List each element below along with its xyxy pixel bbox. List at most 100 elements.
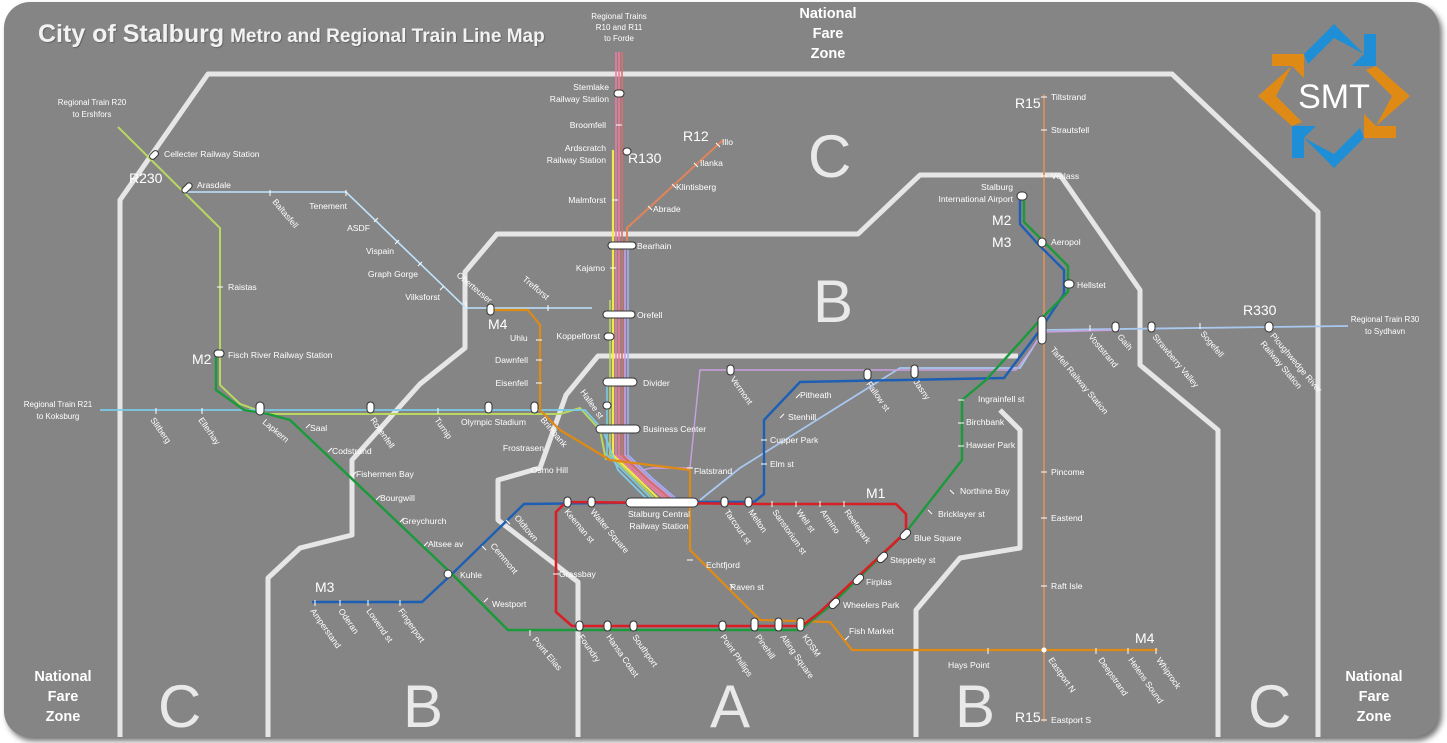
- station-kajamo: Kajamo: [576, 263, 605, 273]
- station-marker[interactable]: [181, 182, 194, 195]
- tick: [399, 517, 405, 523]
- tick: [715, 142, 721, 148]
- station-marker[interactable]: [899, 528, 912, 541]
- tick: [647, 205, 653, 211]
- station-fallow-st: Fallow st: [864, 379, 892, 413]
- national-fare-zone-left: National Fare Zone: [34, 669, 91, 725]
- terminal-north: to Forde: [604, 34, 634, 43]
- zone-label-c-left: C: [158, 673, 201, 737]
- nfz-line: Zone: [46, 709, 81, 725]
- station-westport: Westport: [492, 599, 527, 609]
- line-m1: [554, 500, 908, 628]
- tick: [481, 545, 487, 551]
- station-marker[interactable]: [603, 332, 615, 341]
- station-marker[interactable]: [595, 424, 641, 434]
- tick: [375, 495, 381, 501]
- station-marker[interactable]: [910, 364, 919, 379]
- station-marker[interactable]: [1111, 321, 1120, 333]
- line-r12: [626, 139, 724, 246]
- station-marker[interactable]: [1147, 321, 1156, 333]
- station-marker[interactable]: [484, 401, 493, 414]
- station-central[interactable]: [625, 497, 699, 508]
- station-business-center: Business Center: [643, 424, 706, 434]
- station-marker[interactable]: [1063, 279, 1075, 289]
- nfz-line: National: [1345, 669, 1402, 685]
- station-marker[interactable]: [1264, 321, 1274, 333]
- station-marker[interactable]: [366, 401, 375, 414]
- station-kdsm: KDSM: [800, 632, 822, 658]
- tick: [423, 541, 429, 547]
- station-vermont: Vermont: [728, 374, 755, 406]
- station-marker[interactable]: [486, 303, 495, 316]
- station-marker[interactable]: [744, 496, 753, 508]
- station-uhlu: Uhlu: [510, 333, 528, 343]
- station-marker[interactable]: [629, 620, 638, 632]
- station-vispain: Vispain: [366, 246, 394, 256]
- station-marker[interactable]: [1041, 647, 1047, 653]
- station-marker[interactable]: [622, 147, 632, 156]
- station-marker[interactable]: [1037, 237, 1047, 248]
- station-marker[interactable]: [575, 620, 584, 632]
- nfz-line: Fare: [1359, 689, 1390, 705]
- tick: [795, 393, 801, 399]
- station-marker[interactable]: [720, 496, 729, 508]
- station-marker[interactable]: [718, 620, 727, 632]
- station-raistas: Raistas: [228, 282, 257, 292]
- tick: [693, 162, 699, 168]
- station-raft-isle: Raft Isle: [1051, 581, 1083, 591]
- line-label-m4-west: M4: [488, 316, 508, 332]
- station-hays-point: Hays Point: [948, 660, 990, 670]
- station-jasny: Jasny: [911, 377, 932, 402]
- station-marker[interactable]: [587, 496, 596, 508]
- station-cupper-park: Cupper Park: [770, 435, 819, 445]
- station-koppelforst: Koppelforst: [557, 331, 601, 341]
- zone-label-b-left: B: [403, 673, 443, 737]
- station-marker[interactable]: [828, 597, 841, 610]
- station-marker[interactable]: [148, 149, 159, 160]
- station-blue-square: Blue Square: [914, 533, 962, 543]
- tick: [417, 261, 423, 267]
- station-marker[interactable]: [852, 573, 865, 586]
- station-vilksforst: Vilksforst: [405, 292, 440, 302]
- station-marker[interactable]: [774, 617, 783, 632]
- station-marker[interactable]: [443, 569, 453, 579]
- station-marker[interactable]: [602, 377, 638, 387]
- station-marker[interactable]: [602, 401, 612, 410]
- terminal-r21: to Koksburg: [37, 412, 80, 421]
- station-marker[interactable]: [607, 241, 637, 250]
- station-marker[interactable]: [213, 349, 225, 358]
- station-marker[interactable]: [876, 551, 889, 564]
- station-marker[interactable]: [602, 310, 636, 319]
- station-marker[interactable]: [1016, 191, 1028, 201]
- station-marker[interactable]: [563, 496, 572, 508]
- station-fisch-river: Fisch River Railway Station: [228, 350, 333, 360]
- station-marker[interactable]: [796, 617, 805, 632]
- station-marker[interactable]: [255, 401, 265, 416]
- station-marker[interactable]: [750, 617, 759, 632]
- terminal-north: R10 and R11: [596, 23, 643, 32]
- station-airport: International Airport: [938, 194, 1013, 204]
- station-ardscratch: Railway Station: [547, 155, 606, 165]
- station-marker[interactable]: [603, 620, 612, 632]
- terminal-r20: Regional Train R20: [58, 98, 127, 107]
- map-title-city: City of Stalburg: [38, 20, 225, 48]
- station-point-phillips: Point Phillips: [718, 632, 754, 678]
- station-marker[interactable]: [613, 89, 625, 98]
- station-marker[interactable]: [726, 364, 735, 376]
- station-saal: Saal: [310, 423, 327, 433]
- nfz-line: National: [799, 6, 856, 22]
- line-label-m2-west: M2: [192, 351, 212, 367]
- station-elm-st: Elm st: [770, 459, 794, 469]
- station-marker[interactable]: [863, 368, 872, 381]
- station-marker[interactable]: [530, 401, 539, 414]
- tick: [779, 413, 785, 419]
- station-kuhle: Kuhle: [460, 570, 482, 580]
- tick: [949, 489, 955, 495]
- terminal-labels: Regional Trains R10 and R11 to Forde Reg…: [24, 12, 1420, 421]
- zone-b-boundary: [265, 172, 1221, 737]
- station-hawser-park: Hawser Park: [966, 440, 1016, 450]
- station-tarfell[interactable]: [1037, 315, 1047, 345]
- station-gaih: Gaih: [1115, 332, 1134, 353]
- tick: [483, 597, 489, 603]
